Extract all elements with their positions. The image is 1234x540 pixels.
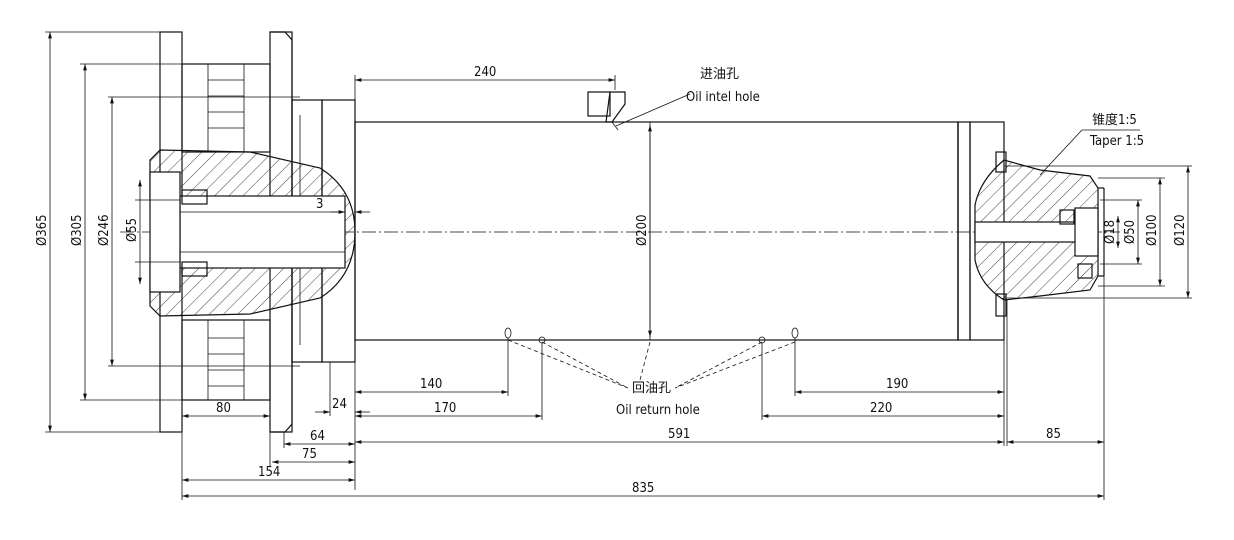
annotation-texts: 进油孔 Oil intel hole 锥度1:5 Taper 1:5 回油孔 O… — [616, 67, 1144, 418]
dim-591: 591 — [668, 427, 690, 442]
taper-label-cn: 锥度1:5 — [1092, 112, 1137, 128]
dim-d50: Ø50 — [1123, 220, 1138, 244]
taper-leader — [1039, 129, 1083, 176]
dim-80: 80 — [216, 401, 231, 416]
oil-inlet-label-cn: 进油孔 — [700, 67, 739, 82]
oil-inlet-label-en: Oil intel hole — [686, 90, 760, 105]
roller-body — [354, 121, 1005, 341]
dim-d246: Ø246 — [97, 214, 112, 246]
taper-label-en: Taper 1:5 — [1089, 134, 1144, 149]
dim-85: 85 — [1046, 427, 1061, 442]
dim-170: 170 — [434, 401, 456, 416]
dim-190: 190 — [886, 377, 908, 392]
oil-return-label-en: Oil return hole — [616, 403, 700, 418]
left-bearing-assembly — [149, 31, 356, 433]
dim-140: 140 — [420, 377, 442, 392]
dim-24: 24 — [332, 397, 347, 412]
dim-d365: Ø365 — [35, 214, 50, 246]
dim-240: 240 — [474, 65, 496, 80]
oil-inlet-fitting — [587, 91, 691, 131]
oil-return-label-cn: 回油孔 — [632, 381, 671, 396]
dim-d305: Ø305 — [70, 214, 85, 246]
dim-3: 3 — [316, 197, 323, 212]
dimension-lines — [45, 31, 1192, 500]
dim-75: 75 — [302, 447, 317, 462]
dimension-texts: Ø365 Ø305 Ø246 Ø55 Ø200 Ø18 Ø50 Ø100 Ø12… — [35, 65, 1188, 496]
dim-d18: Ø18 — [1103, 220, 1118, 244]
right-shaft-end — [974, 151, 1105, 317]
dim-64: 64 — [310, 429, 325, 444]
dim-d100: Ø100 — [1145, 214, 1160, 246]
dim-220: 220 — [870, 401, 892, 416]
oil-return-holes — [504, 327, 799, 389]
dim-d120: Ø120 — [1173, 214, 1188, 246]
dim-d200: Ø200 — [635, 214, 650, 246]
dim-d55: Ø55 — [125, 218, 140, 242]
dim-154: 154 — [258, 465, 280, 480]
dim-835: 835 — [632, 481, 654, 496]
